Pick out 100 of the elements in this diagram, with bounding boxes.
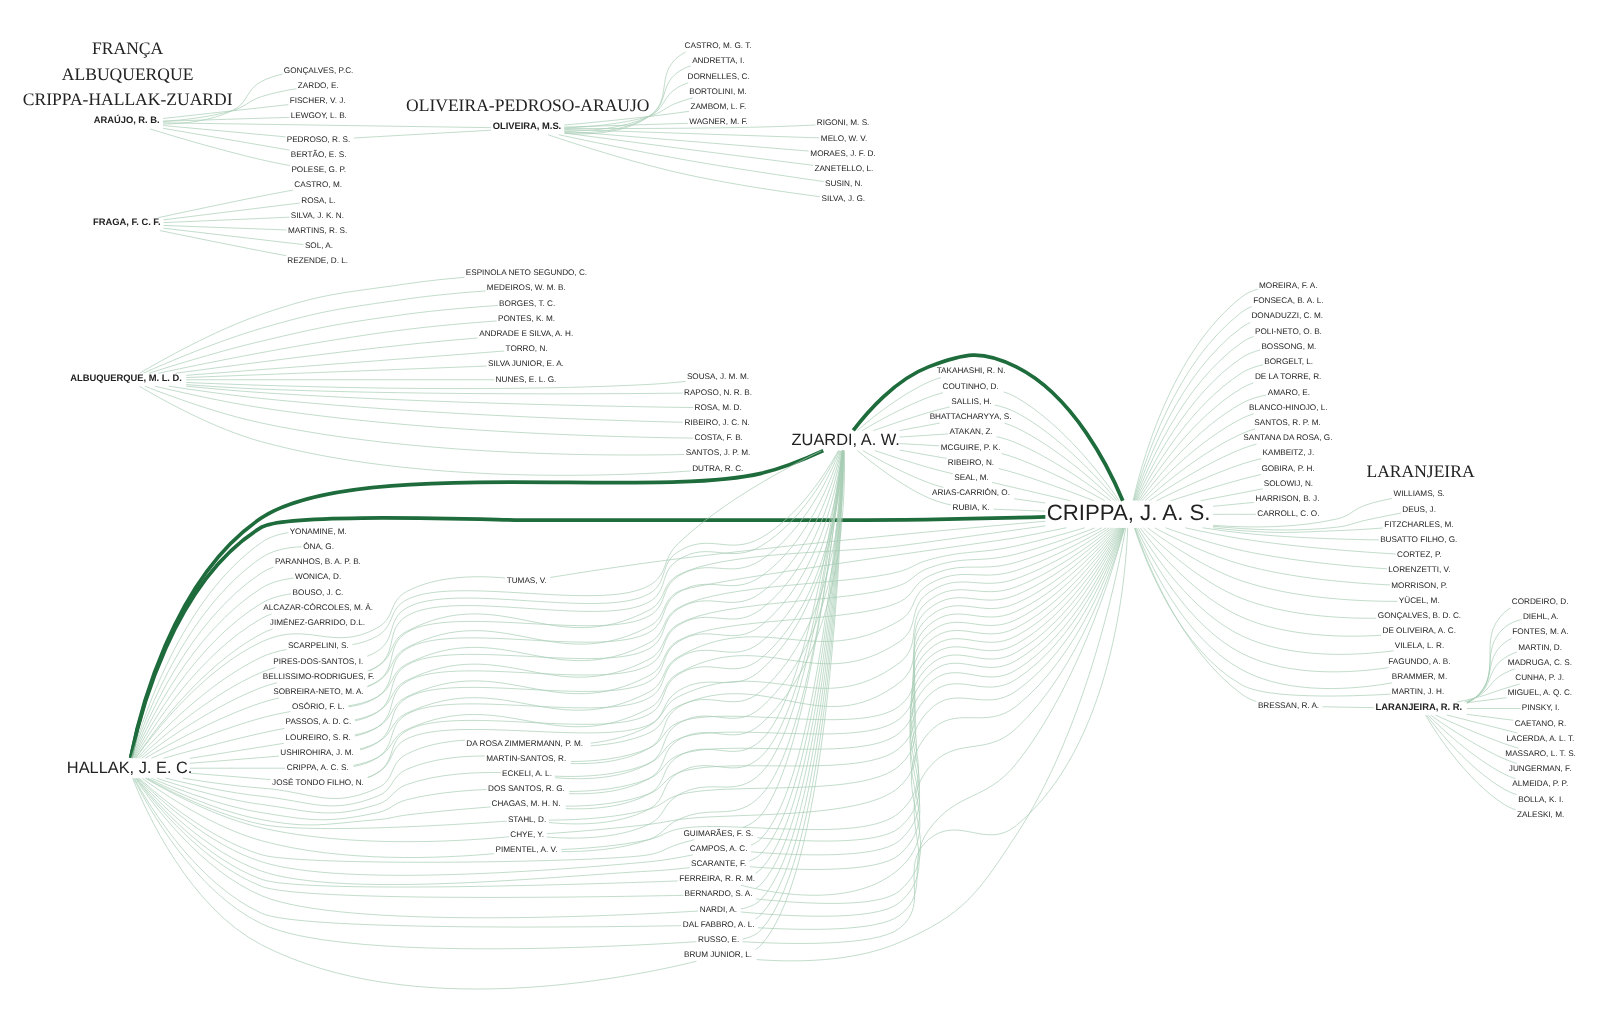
connector [161,104,288,119]
connector [162,216,289,223]
connector [1183,527,1396,555]
connector [1201,527,1379,541]
connector [161,73,282,125]
connector [127,515,1045,759]
connector [557,134,824,182]
connector [140,682,277,759]
connector [174,337,477,374]
connector [856,377,941,431]
label: FRANÇA [91,37,163,58]
connector [1425,714,1517,796]
connector [147,305,498,374]
connector [188,772,271,780]
connector [161,117,289,122]
connector [138,276,464,374]
connector [562,82,688,132]
connector [872,406,950,431]
connector [995,436,1111,502]
connector [898,443,939,447]
connector [1211,513,1256,515]
connector [148,128,290,166]
connector [1002,391,1119,502]
label: ALBUQUERQUE [60,63,193,84]
connector [873,450,953,475]
connector [188,742,284,759]
connector [127,448,823,759]
connector [1434,714,1518,749]
connector [1140,413,1254,502]
connector [546,134,820,197]
connector [1169,474,1261,502]
connector [1456,683,1520,703]
connector [181,739,465,799]
connector [162,225,286,231]
connector [1429,714,1517,764]
connector [140,778,494,858]
connector [137,667,275,759]
connector [1465,708,1520,709]
connector [1424,714,1516,811]
connector [1211,498,1392,528]
connector [1153,527,1390,586]
connector [1164,527,1387,570]
connector [188,755,279,764]
connector [898,422,939,431]
connector [132,777,696,950]
connector [162,227,303,245]
connector [1138,394,1266,501]
connector [993,404,1117,502]
connector [1143,428,1255,501]
connector [131,777,696,990]
connector [1463,668,1515,703]
connector [1147,443,1256,502]
connector [1465,619,1521,704]
connector [562,122,688,128]
connector [158,230,286,257]
connector [161,127,289,151]
connector [1133,527,1256,702]
connector [156,320,496,374]
connector [1445,714,1517,734]
connector [188,767,285,769]
label: LARANJEIRA [1365,461,1474,482]
connector [1003,422,1114,502]
connector [162,202,300,221]
connector [1199,488,1262,502]
connector [562,111,689,126]
connector [563,65,691,134]
connector [161,88,296,122]
connector [562,130,809,152]
connector [131,566,274,759]
connector [898,433,948,438]
connector [1138,527,1381,637]
connector [138,385,690,476]
connector [856,450,951,506]
connector [990,481,1070,502]
connector [184,384,682,395]
connector [992,508,1045,512]
connector [860,392,943,431]
connector [562,132,813,166]
connector [162,728,284,759]
connector [141,290,485,374]
connector [1012,498,1045,504]
label: CRIPPA-HALLAK-ZUARDI [21,89,232,110]
connector [352,129,491,139]
label: OLIVEIRA-PEDROSO-ARAUJO [405,95,649,116]
connector [153,385,693,439]
connector [155,772,500,814]
connector [1426,714,1515,780]
connector [1465,697,1506,704]
connector [184,385,693,408]
connector [184,381,685,389]
connector [1465,713,1513,721]
connector [161,122,491,128]
connector [997,468,1094,502]
connector [1136,382,1253,502]
connector [1211,502,1254,507]
connector [548,520,1045,578]
connector [161,125,285,138]
connector [143,777,509,842]
connector [563,124,815,129]
connector [144,697,279,759]
